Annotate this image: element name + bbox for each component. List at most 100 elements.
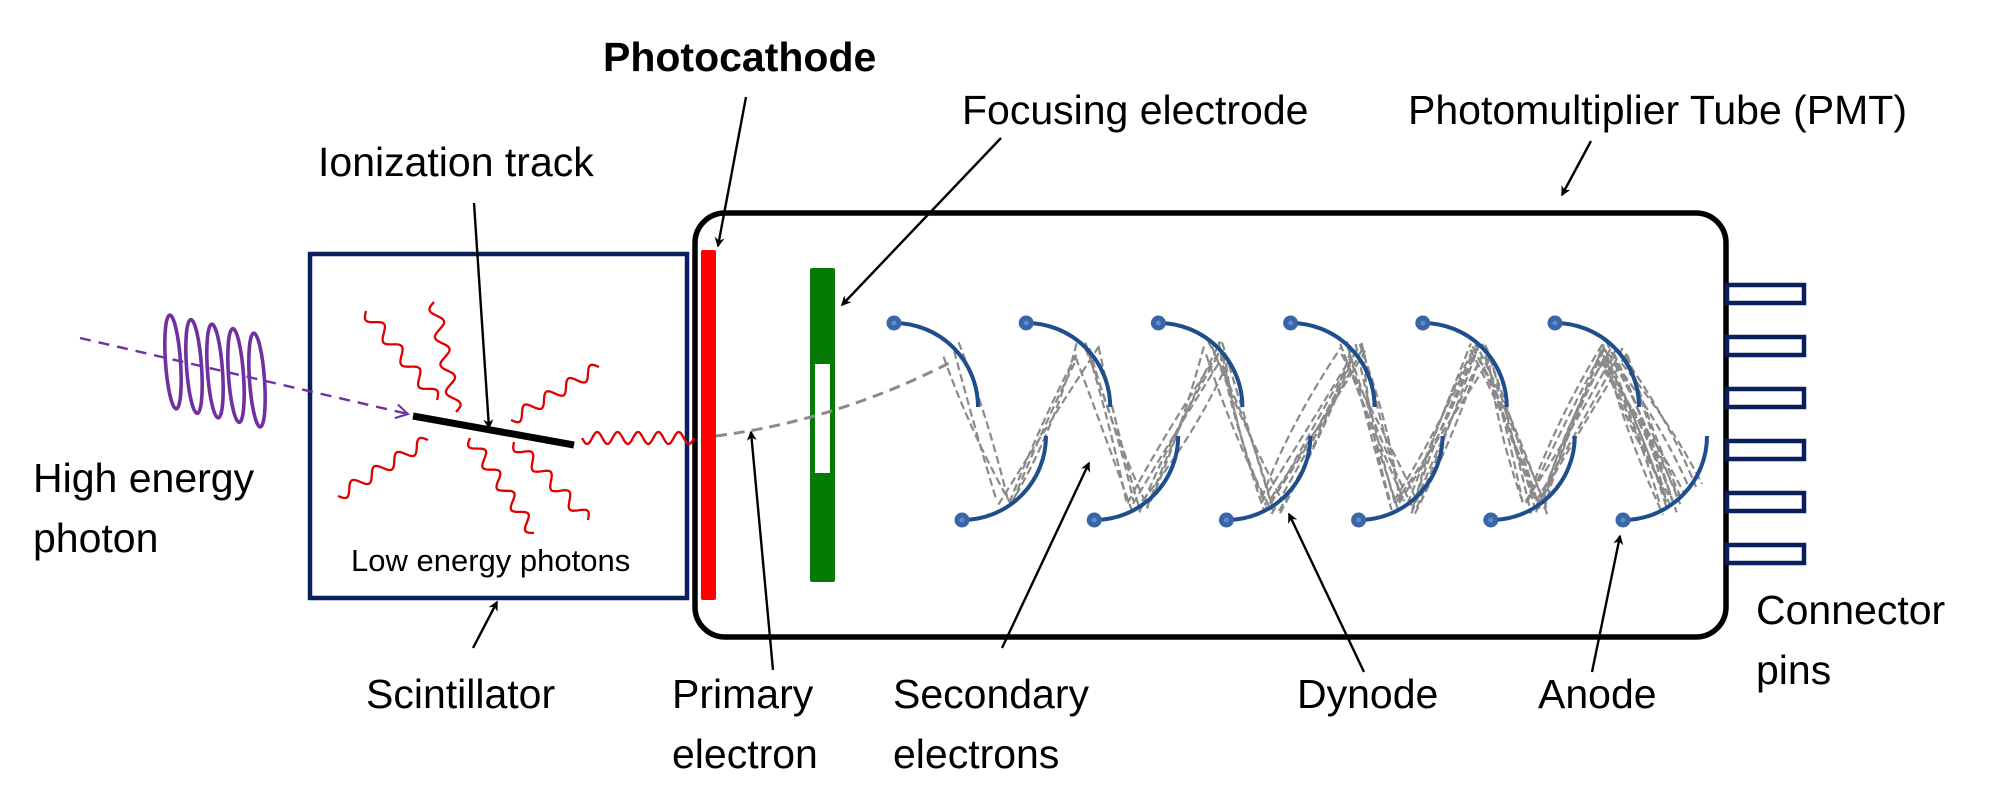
secondary-electron-path (1223, 352, 1267, 504)
low-energy-photon-ray (428, 301, 462, 413)
pmt-label: Photomultiplier Tube (PMT) (1408, 87, 1907, 133)
high-energy-photon-wave-icon (163, 313, 267, 429)
photon-helix-loop (205, 322, 225, 420)
connector-pin (1724, 282, 1807, 306)
dynode-terminal-highlight (1488, 517, 1494, 523)
secondary-electron-path (1413, 344, 1477, 504)
high-energy-photon-label-line1: High energy (33, 455, 255, 501)
dynode-arc (1422, 321, 1509, 408)
focusing-electrode-pointer (840, 137, 1002, 307)
secondary-electron-path (1595, 360, 1685, 494)
dynode-terminal-highlight (1420, 320, 1426, 326)
connector-pin (1724, 386, 1807, 410)
ionization-track-pointer (472, 202, 494, 430)
secondary-electron-path (1360, 342, 1404, 502)
secondary-electron-path (1260, 358, 1352, 504)
low-energy-photon-ray (363, 310, 440, 401)
dynode-chain (886, 315, 1709, 528)
dynode-terminal-highlight (1356, 517, 1362, 523)
secondary-electron-path (1394, 353, 1494, 505)
anode-label: Anode (1538, 671, 1657, 717)
secondary-electron-path (1415, 346, 1480, 509)
scintillator-pointer (471, 600, 499, 649)
secondary-electron-path (1270, 347, 1364, 515)
dynode-terminal-highlight (1620, 517, 1626, 523)
secondary-electron-path (1279, 358, 1354, 514)
secondary-electron-path (1410, 355, 1483, 514)
secondary-electron-path (1084, 348, 1135, 502)
ionization-track (412, 412, 575, 449)
secondary-electron-path (1393, 353, 1474, 502)
secondary-electron-path (1008, 341, 1079, 507)
secondary-electron-path (1133, 357, 1231, 512)
secondary-electron-path (1345, 344, 1413, 507)
dynode-terminal-highlight (1223, 517, 1229, 523)
dynode-arc (1026, 321, 1113, 408)
high-energy-photon-label-line2: photon (33, 515, 158, 561)
secondary-electrons-label-line1: Secondary (893, 671, 1090, 717)
secondary-electron-path (1406, 343, 1472, 505)
photon-helix-loop (247, 331, 267, 429)
primary-electron-label-line1: Primary (672, 671, 814, 717)
secondary-electron-path (1525, 347, 1605, 504)
dynode-terminal-highlight (959, 517, 965, 523)
secondary-electron-path (1340, 353, 1417, 498)
dynode-terminal-highlight (1155, 320, 1161, 326)
photocathode-pointer (714, 96, 748, 248)
electron-paths (942, 340, 1703, 516)
pmt-tube-outline (692, 210, 1729, 640)
pmt-pointer (1560, 140, 1593, 197)
secondary-electrons-pointer (1000, 461, 1091, 649)
connector-pin (1724, 542, 1807, 566)
secondary-electron-path (1207, 340, 1275, 512)
connector-pins-label-line1: Connector (1756, 587, 1945, 633)
secondary-electron-path (1126, 348, 1223, 504)
secondary-electron-path (1473, 340, 1549, 515)
secondary-electron-path (1525, 342, 1604, 504)
secondary-electron-path (1149, 343, 1206, 502)
secondary-electron-path (1011, 358, 1078, 503)
low-energy-photon-ray (580, 430, 696, 446)
scintillator-box (307, 251, 690, 601)
secondary-electron-path (1221, 342, 1271, 500)
secondary-electron-path (1008, 354, 1078, 504)
secondary-electron-path (1601, 343, 1665, 516)
secondary-electrons-label-line2: electrons (893, 731, 1059, 777)
dynode-terminal-highlight (1552, 320, 1558, 326)
dynode-arc (1490, 435, 1577, 522)
low-energy-photon-ray (512, 441, 590, 521)
photon-helix-loop (184, 317, 204, 416)
secondary-electron-path (1541, 349, 1603, 503)
dynode-arc (1158, 321, 1245, 408)
secondary-electron-path (1210, 345, 1283, 500)
connector-pins-label-line2: pins (1756, 647, 1831, 693)
secondary-electron-path (1600, 360, 1662, 506)
secondary-electron-path (1535, 344, 1625, 502)
low-energy-photon-ray (466, 437, 534, 535)
primary-electron-pointer (746, 430, 775, 671)
anode-pointer (1590, 534, 1624, 673)
ionization-track-label: Ionization track (318, 139, 594, 185)
secondary-electron-path (1097, 346, 1140, 506)
secondary-electron-path (1345, 341, 1393, 511)
secondary-electron-path (1603, 348, 1667, 499)
secondary-electron-path (1088, 347, 1150, 509)
secondary-electron-path (1270, 350, 1367, 499)
focusing-electrode-label: Focusing electrode (962, 87, 1308, 133)
dynode-arc (1290, 321, 1377, 408)
focusing-electrode-aperture (815, 364, 830, 473)
secondary-electron-path (1601, 354, 1669, 510)
secondary-electron-path (1074, 357, 1134, 514)
secondary-electron-path (1485, 347, 1533, 515)
dynode-arc (1358, 435, 1445, 522)
secondary-electron-path (1138, 348, 1223, 513)
connector-pin (1724, 438, 1807, 462)
secondary-electron-path (1596, 359, 1680, 497)
dynode-terminal-highlight (1023, 320, 1029, 326)
dynode-arc (1094, 435, 1181, 522)
low-energy-photons-label: Low energy photons (351, 543, 630, 578)
anode-arc (1622, 435, 1709, 522)
low-energy-photon-ray (510, 363, 600, 424)
scintillator-label: Scintillator (366, 671, 555, 717)
